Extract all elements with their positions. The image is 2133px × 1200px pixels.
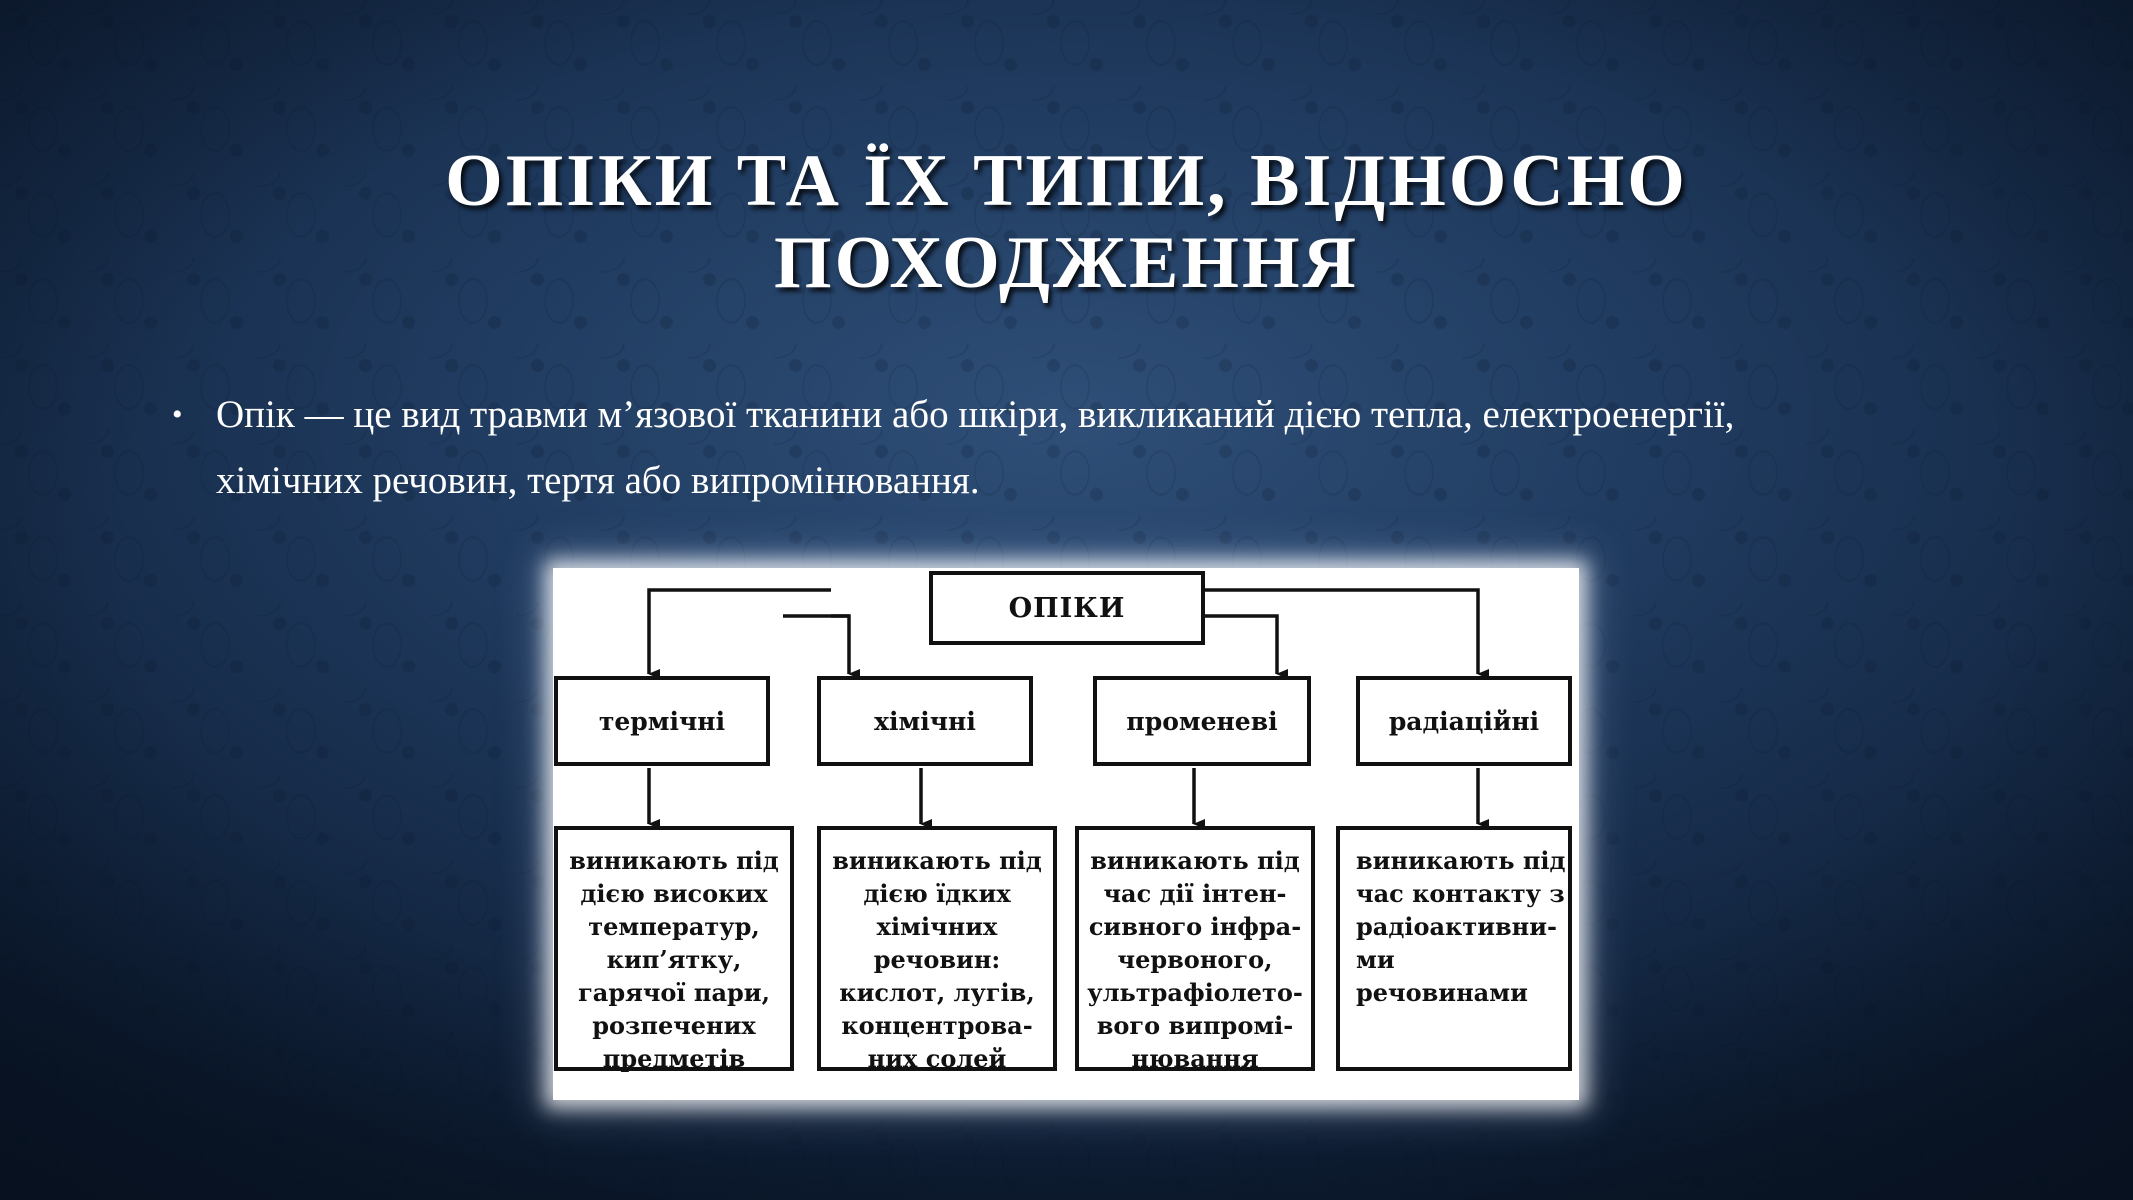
description-box-promenevi: виникають під час дії інтен- сивного інф… <box>1075 826 1315 1073</box>
connector-root-to-termichni <box>647 588 831 679</box>
burn-types-diagram: ОПІКИ термічні хімічні променеві радіаці… <box>553 568 1579 1100</box>
bullet-item: • Опік — це вид травми м’язової тканини … <box>172 382 1972 514</box>
type-box-radiatsiini: радіаційні <box>1356 676 1572 766</box>
description-box-termichni: виникають під дією високих температур, к… <box>554 826 794 1073</box>
description-box-khimichni: виникають під дією їдких хімічних речови… <box>817 826 1057 1073</box>
type-box-termichni: термічні <box>554 676 770 766</box>
connector-root-to-khimichni <box>831 614 860 679</box>
bullet-list: • Опік — це вид травми м’язової тканини … <box>172 382 1972 514</box>
bullet-dot-icon: • <box>172 398 183 431</box>
type-box-khimichni: хімічні <box>817 676 1033 766</box>
diagram-root-box: ОПІКИ <box>929 571 1205 645</box>
slide-title: ОПІКИ ТА ЇХ ТИПИ, ВІДНОСНО ПОХОДЖЕННЯ <box>200 140 1933 304</box>
bullet-text-line-1: Опік — це вид травми м’язової тканини аб… <box>216 393 1735 436</box>
type-box-promenevi: променеві <box>1093 676 1311 766</box>
bullet-text-line-2: хімічних речовин, тертя або випромінюван… <box>216 459 980 502</box>
slide-title-line-2: ПОХОДЖЕННЯ <box>774 222 1359 304</box>
slide-title-line-1: ОПІКИ ТА ЇХ ТИПИ, ВІДНОСНО <box>445 140 1688 222</box>
description-box-radiatsiini: виникають під час контакту з радіоактивн… <box>1336 826 1572 1071</box>
